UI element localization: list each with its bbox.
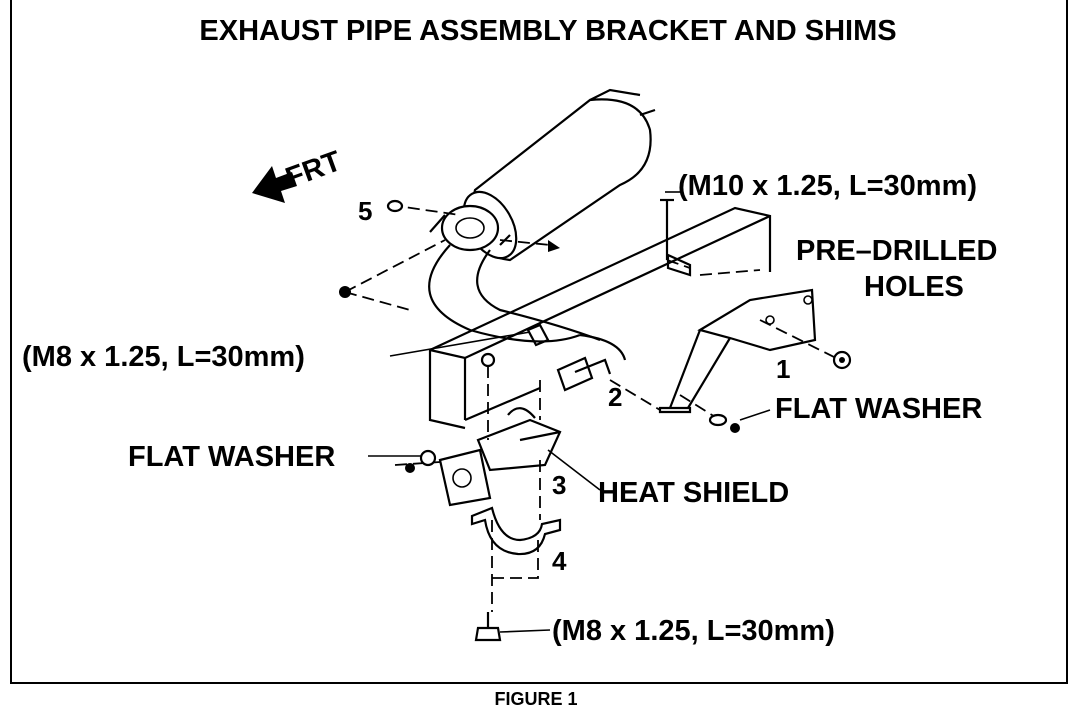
nut-icon [339,199,560,298]
bolt-left-label: (M8 x 1.25, L=30mm) [22,341,305,373]
bracket-1 [658,288,817,414]
callout-1: 1 [776,354,790,384]
flat-washer-left-label: FLAT WASHER [128,441,335,473]
clamp-4 [470,506,562,556]
assembly-lines-vertical [487,366,541,612]
callout-4: 4 [552,546,567,576]
bolt-top-label: (M10 x 1.25, L=30mm) [678,170,977,202]
front-direction-arrow-icon [252,166,297,203]
leader-lines [368,191,771,633]
holes-label: HOLES [864,271,964,303]
heat-shield-label: HEAT SHIELD [598,477,789,509]
exhaust-pipe [428,244,627,361]
bolt-bottom-icon [474,612,502,642]
figure-frame [10,0,1068,684]
callout-5: 5 [358,196,372,226]
hanger-bracket-2 [480,323,612,392]
figure-caption: FIGURE 1 [494,689,577,709]
pre-drilled-label: PRE–DRILLED [796,235,997,267]
heat-shield-3 [438,407,562,507]
nut-icon [708,350,852,433]
front-direction-label: FRT [281,145,345,194]
bolt-top [660,198,692,277]
flat-washer-left-icon [394,449,441,473]
callout-3: 3 [552,470,566,500]
pipe-flange [429,204,511,252]
callout-2: 2 [608,382,622,412]
diagram-title: EXHAUST PIPE ASSEMBLY BRACKET AND SHIMS [199,15,896,47]
flat-washer-right-label: FLAT WASHER [775,393,982,425]
bolt-bottom-label: (M8 x 1.25, L=30mm) [552,615,835,647]
assembly-lines-5 [344,204,551,311]
